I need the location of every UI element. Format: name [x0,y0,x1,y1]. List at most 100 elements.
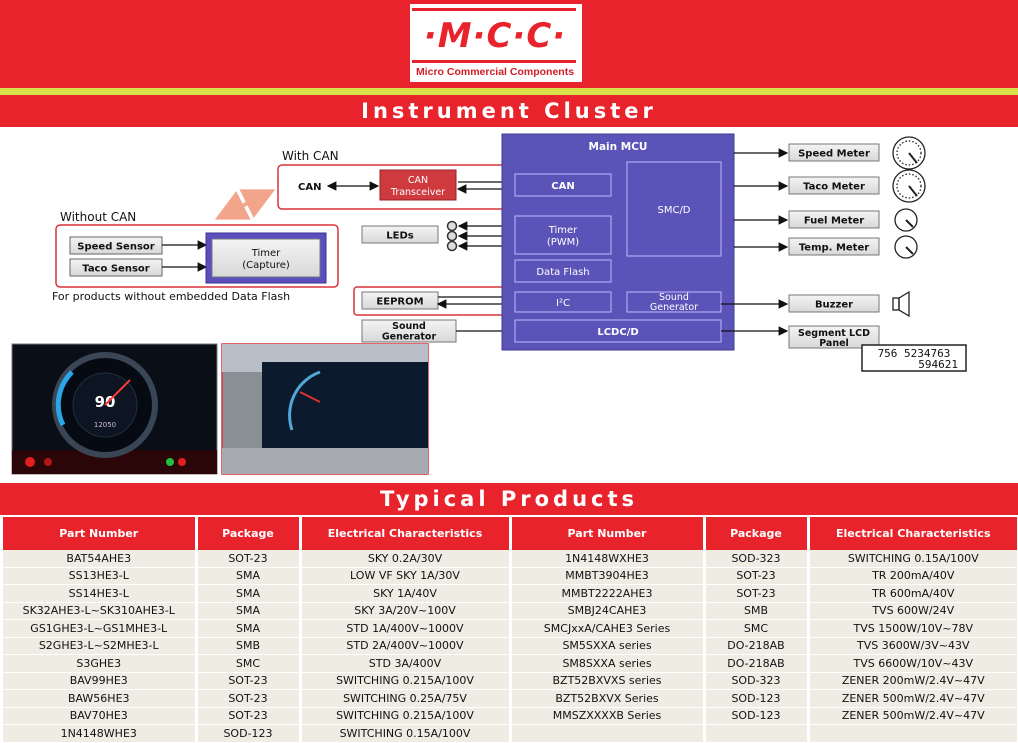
header-band: ·M·C·C· Micro Commercial Components [0,0,1018,88]
table-cell: SS14HE3-L [3,584,198,603]
photo-odometer: 12050 [94,421,116,429]
table-cell: TVS 3600W/3V~43V [808,637,1017,655]
fuel-meter-box [788,210,880,229]
accent-divider [0,88,1018,95]
table-cell: SWITCHING 0.15A/100V [808,550,1017,568]
segment-lcd-label-2: Panel [819,338,849,349]
mcu-i2c-label: I²C [556,298,570,309]
table-cell: SMB [196,637,302,655]
table-cell: BZT52BXVX Series [510,689,706,708]
table-cell: STD 2A/400V~1000V [300,637,512,655]
can-bus-label: CAN [298,182,321,193]
table-cell: SOT-23 [196,707,302,725]
eeprom-label: EEPROM [376,297,423,308]
lcd-line-2: 594621 [918,358,958,371]
mcu-data-flash-label: Data Flash [536,267,589,278]
logo-wordmark: ·M·C·C· [423,16,567,56]
fuel-gauge-icon [894,208,918,232]
table-cell: BAV70HE3 [3,707,198,725]
table-cell: SMA [196,602,302,620]
table-cell: SMB [704,602,810,620]
with-can-label: With CAN [282,149,339,163]
table-cell: SWITCHING 0.215A/100V [300,672,512,690]
table-cell: SOD-123 [704,689,810,708]
table-cell: SOT-23 [704,567,810,585]
table-cell: SMA [196,584,302,603]
tachometer-icon [892,169,926,203]
mcu-smcd-label: SMC/D [657,205,690,216]
table-cell: BZT52BXVXS series [510,672,706,690]
temp-meter-label: Temp. Meter [799,243,869,254]
mcu-timer-label-1: Timer [548,225,578,236]
table-cell: TR 600mA/40V [808,584,1017,603]
mcc-logo[interactable]: ·M·C·C· Micro Commercial Components [410,4,582,82]
can-transceiver-label-1: CAN [408,175,428,186]
table-cell: SS13HE3-L [3,567,198,585]
table-cell: TVS 6600W/10V~43V [808,654,1017,673]
table-cell: SKY 3A/20V~100V [300,602,512,620]
col-part-number: Part Number [3,517,198,550]
taco-meter-label: Taco Meter [803,182,865,193]
table-cell: BAT54AHE3 [3,550,198,568]
table-cell: LOW VF SKY 1A/30V [300,567,512,585]
fuel-meter-label: Fuel Meter [804,216,864,227]
segment-lcd-label-1: Segment LCD [798,328,870,339]
table-cell: SOD-123 [704,707,810,725]
table-cell: SWITCHING 0.15A/100V [300,724,512,743]
taco-meter-box [788,176,880,195]
speaker-icon [892,290,910,318]
speed-meter-box [788,143,880,162]
mcu-sound-label-2: Generator [650,302,698,313]
can-transceiver-label-2: Transceiver [390,187,445,198]
table-cell: DO-218AB [704,637,810,655]
col-package: Package [196,517,302,550]
table-cell [510,724,706,743]
table-cell: SOT-23 [196,550,302,568]
table-cell: SKY 1A/40V [300,584,512,603]
section-title-typical-products: Typical Products [0,483,1018,515]
mcu-can-label: CAN [551,181,574,192]
table-cell: ZENER 200mW/2.4V~47V [808,672,1017,690]
company-name: Micro Commercial Components [415,66,575,78]
col-electrical-2: Electrical Characteristics [808,517,1017,550]
table-cell: TVS 600W/24V [808,602,1017,620]
ext-sound-generator-label-2: Generator [382,332,437,343]
col-package-2: Package [704,517,810,550]
buzzer-label: Buzzer [815,300,853,311]
table-cell: ZENER 500mW/2.4V~47V [808,689,1017,708]
buzzer-box [788,294,880,313]
table-cell: SMBJ24CAHE3 [510,602,706,620]
table-cell: ZENER 500mW/2.4V~47V [808,707,1017,725]
logo-bottom-line [412,60,576,63]
table-cell: SOD-323 [704,550,810,568]
table-cell: SM5SXXA series [510,637,706,655]
table-cell: TR 200mA/40V [808,567,1017,585]
table-cell: SWITCHING 0.215A/100V [300,707,512,725]
table-cell: SOT-23 [196,672,302,690]
table-cell: S3GHE3 [3,654,198,673]
table-cell: SM8SXXA series [510,654,706,673]
table-cell: SWITCHING 0.25A/75V [300,689,512,708]
table-cell: BAV99HE3 [3,672,198,690]
table-cell: STD 1A/400V~1000V [300,619,512,638]
temp-meter-box [788,237,880,256]
without-can-frame [55,224,339,288]
table-cell: STD 3A/400V [300,654,512,673]
table-cell: SMC [196,654,302,673]
block-diagram: With CAN CAN CAN Transceiver Without CAN… [11,133,967,475]
table-cell: SK32AHE3-L~SK310AHE3-L [3,602,198,620]
table-cell: SOD-323 [704,672,810,690]
segment-lcd-box [788,325,880,349]
taco-sensor-label: Taco Sensor [82,264,149,275]
speed-meter-label: Speed Meter [798,149,870,160]
table-cell: GS1GHE3-L~GS1MHE3-L [3,619,198,638]
table-cell: MMBT2222AHE3 [510,584,706,603]
